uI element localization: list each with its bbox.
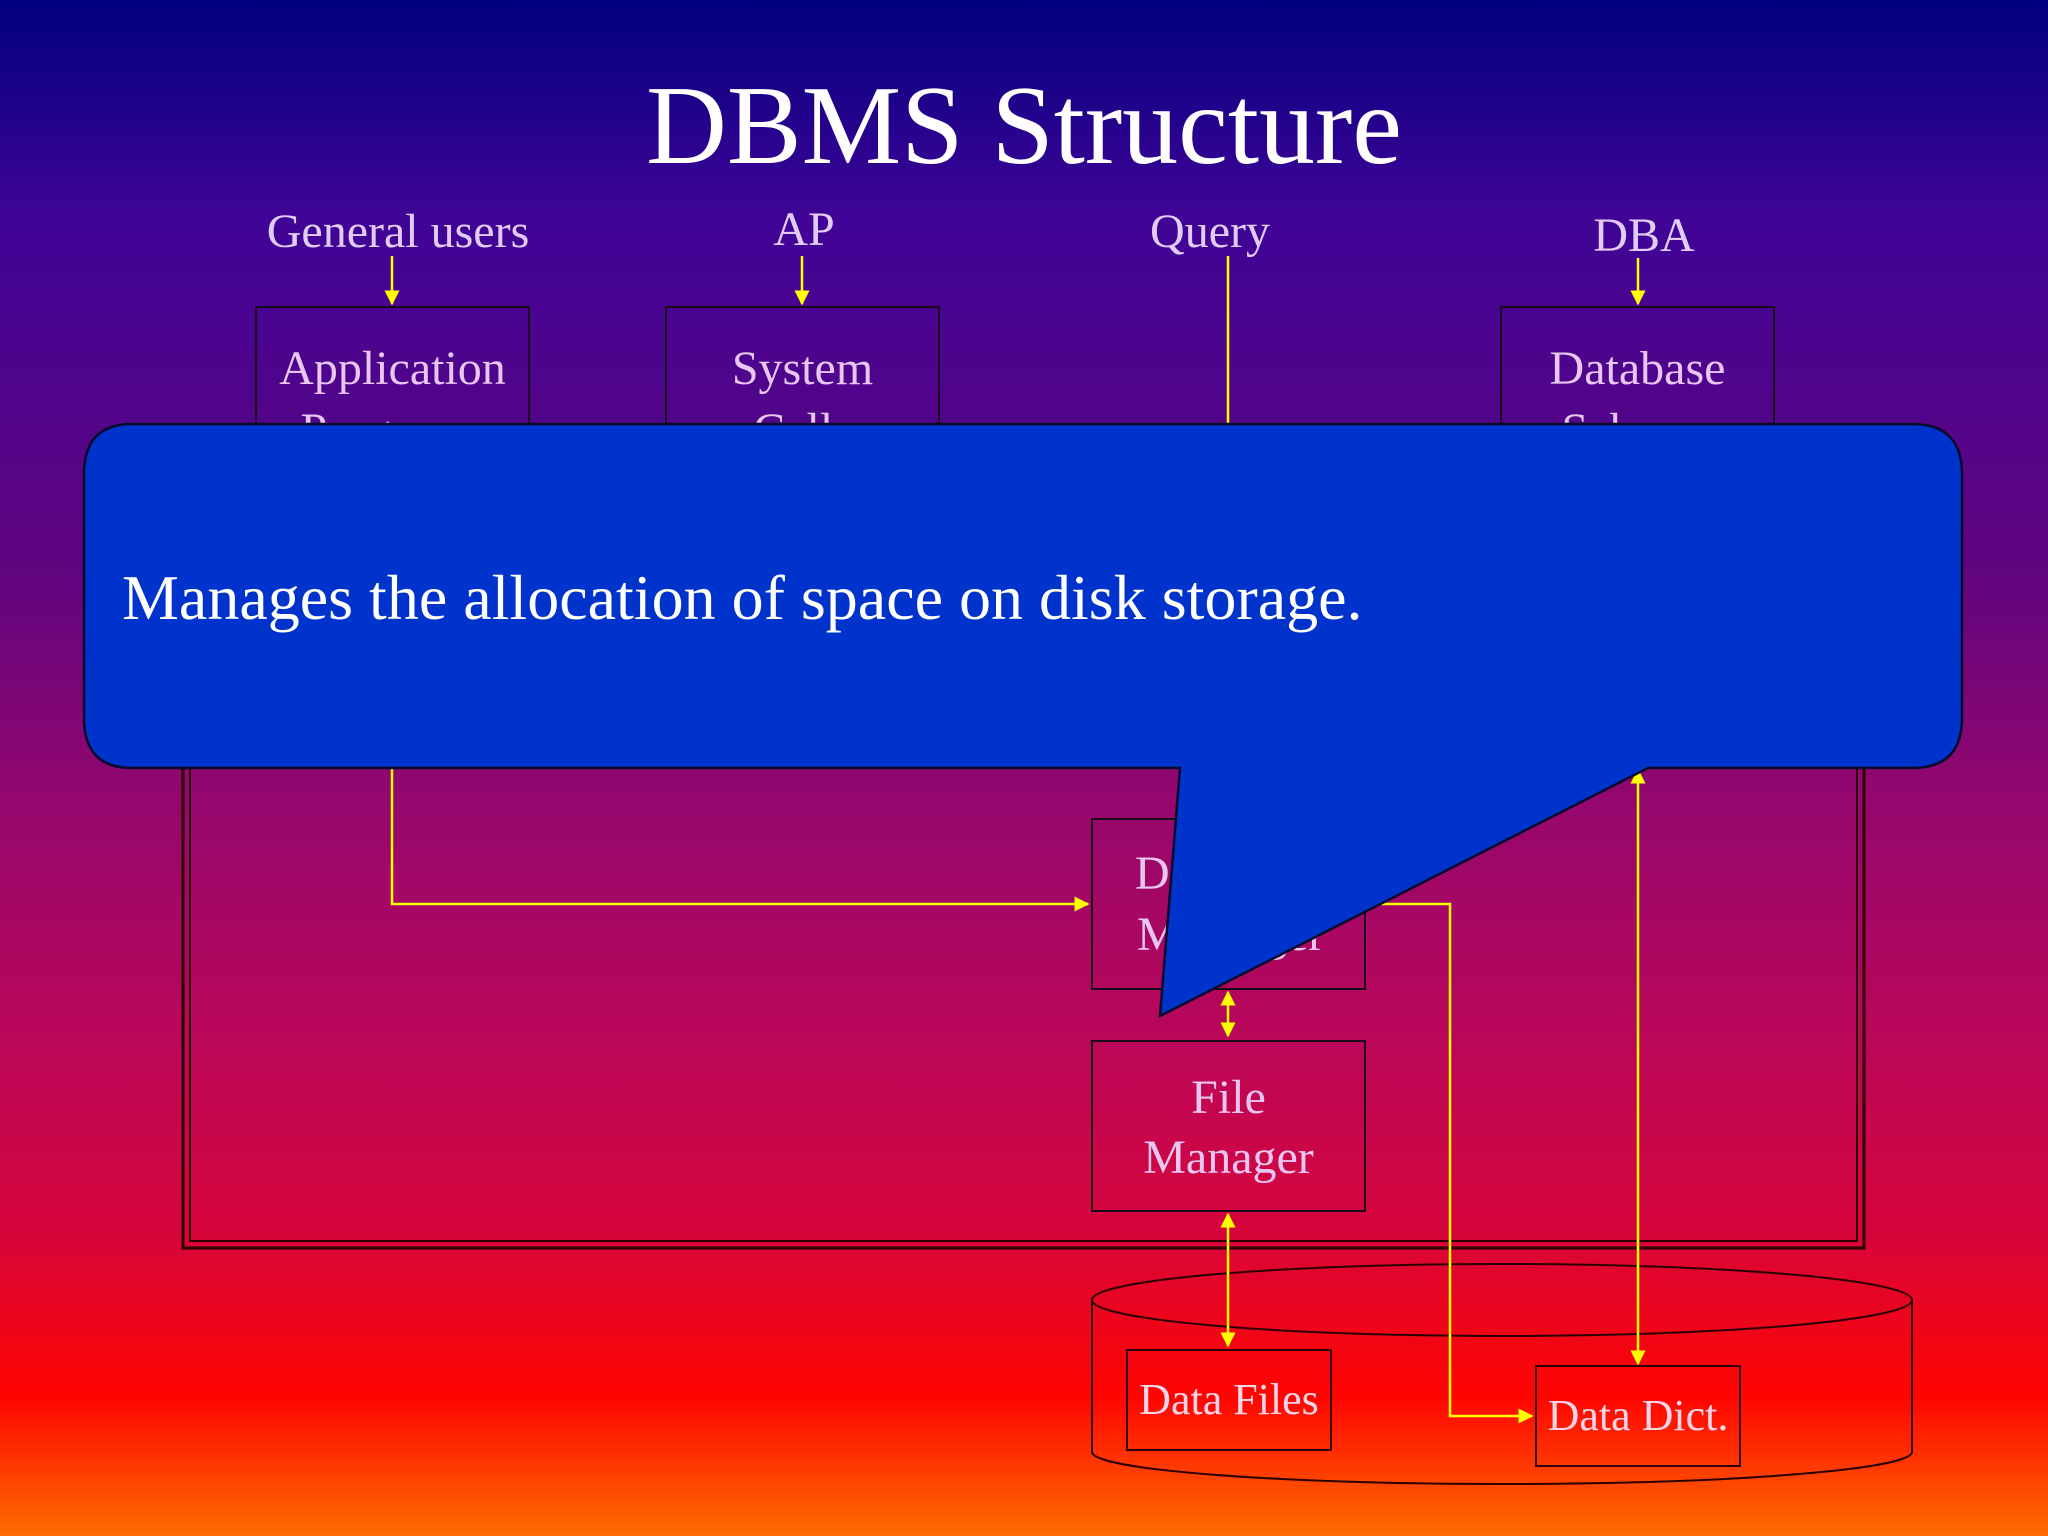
- disk-cylinder: [1091, 1263, 1913, 1485]
- arrow-dbmanager-to-datadict: [1372, 902, 1534, 1424]
- box-database-schema: Database Schema: [1500, 306, 1775, 432]
- box-data-files: Data Files: [1126, 1349, 1332, 1451]
- box-data-dict: Data Dict.: [1535, 1365, 1741, 1467]
- dbms-frame: [181, 700, 1866, 1250]
- callout-shape: [82, 422, 1964, 1019]
- callout-text: Manages the allocation of space on disk …: [122, 562, 1363, 633]
- box-database-schema-line1: Database: [1549, 342, 1726, 395]
- box-application-programs-line1: Application: [279, 342, 506, 395]
- label-query: Query: [1150, 205, 1270, 258]
- box-file-manager-line1: File: [1191, 1071, 1266, 1124]
- slide-title: DBMS Structure: [646, 64, 1402, 188]
- box-system-calls-line1: System: [731, 342, 874, 395]
- label-ap: AP: [773, 203, 835, 256]
- box-file-manager: File Manager: [1091, 1040, 1366, 1212]
- box-database-manager-line1: D: [1135, 847, 1170, 900]
- box-file-manager-line2: Manager: [1143, 1131, 1314, 1184]
- label-dba: DBA: [1593, 209, 1695, 262]
- label-general-users: General users: [266, 205, 530, 258]
- arrow-app-to-dbmanager: [390, 760, 1090, 912]
